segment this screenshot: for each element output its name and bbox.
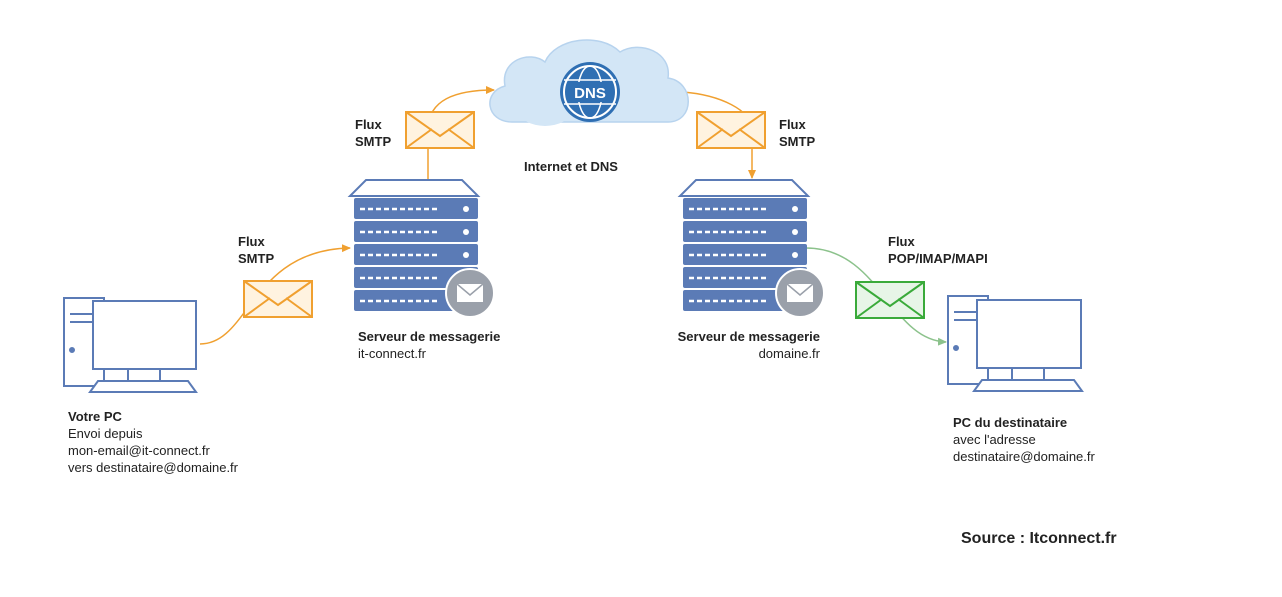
envelope-icon [243, 280, 313, 318]
dns-badge-label: DNS [574, 85, 606, 102]
flux-smtp-label-3: Flux SMTP [779, 117, 816, 149]
server-domaine-label: Serveur de messagerie domaine.fr [677, 329, 820, 361]
sender-pc-label: Votre PC Envoi depuis mon-email@it-conne… [68, 409, 238, 475]
envelope-icon [855, 281, 925, 319]
source-credit: Source : Itconnect.fr [961, 530, 1117, 547]
server-it-connect-icon [347, 179, 495, 318]
server-it-connect-label: Serveur de messagerie it-connect.fr [358, 329, 501, 361]
server-domaine-icon [677, 179, 825, 318]
envelope-icon [696, 111, 766, 149]
flux-smtp-label-1: Flux SMTP [238, 234, 275, 266]
internet-dns-label: Internet et DNS [524, 159, 618, 174]
recipient-pc-icon [947, 295, 1084, 392]
dns-globe-icon: DNS [560, 62, 620, 122]
recipient-pc-label: PC du destinataire avec l'adresse destin… [953, 415, 1095, 464]
sender-pc-icon [63, 297, 198, 393]
flux-pop-imap-mapi-label: Flux POP/IMAP/MAPI [888, 234, 988, 266]
envelope-icon [405, 111, 475, 149]
flux-smtp-label-2: Flux SMTP [355, 117, 392, 149]
